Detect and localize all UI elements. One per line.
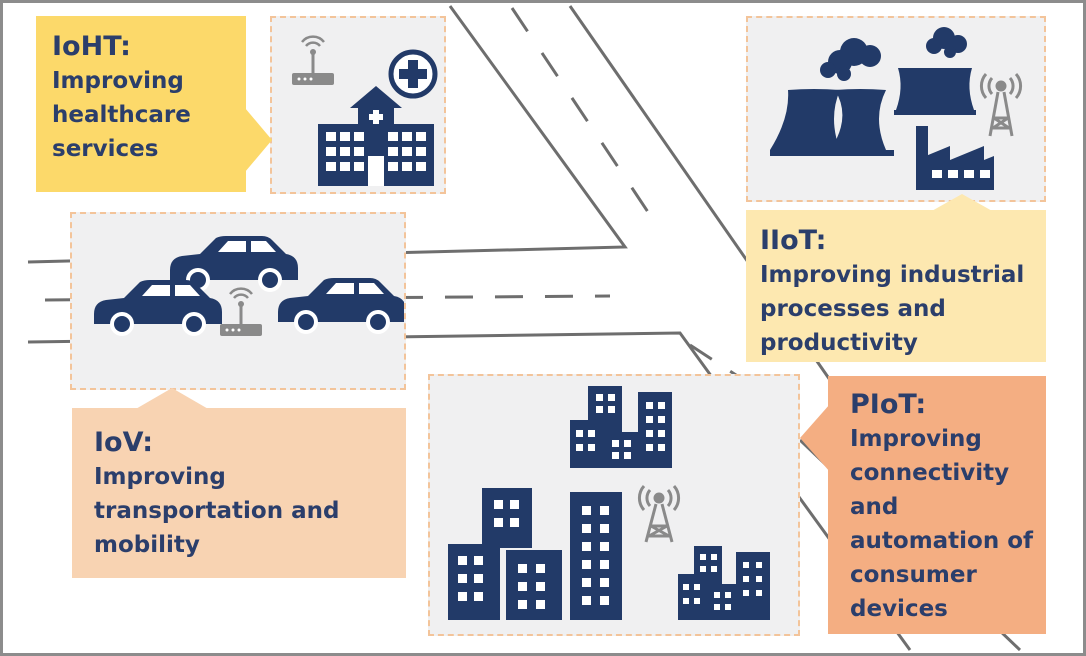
antenna-tower-icon	[637, 485, 681, 543]
power-plant-icon	[770, 27, 976, 156]
vehicles-icons	[94, 236, 406, 336]
city-buildings-icon	[448, 386, 770, 620]
router-icon	[220, 287, 262, 336]
piot-description: Improving connectivity and automation of…	[850, 426, 1034, 622]
ioht-image-box	[270, 16, 446, 194]
piot-label: PIoT: Improving connectivity and automat…	[828, 376, 1046, 634]
industrial-icons	[770, 27, 1023, 190]
piot-image-box	[428, 374, 800, 636]
antenna-tower-icon	[979, 73, 1023, 137]
lane-divider-diagonal	[510, 7, 662, 231]
iiot-title: IIoT:	[760, 225, 827, 256]
iov-label: IoV: Improving transportation and mobili…	[72, 408, 406, 578]
piot-title: PIoT:	[850, 389, 927, 420]
iiot-description: Improving industrial processes and produ…	[760, 262, 1025, 356]
lane-divider-horizontal	[44, 294, 611, 302]
hospital-icon	[292, 35, 438, 186]
ioht-title: IoHT:	[52, 31, 131, 62]
factory-icon	[916, 126, 994, 190]
ioht-description: Improving healthcare services	[52, 68, 191, 162]
ioht-label: IoHT: Improving healthcare services	[36, 16, 246, 192]
iiot-image-box	[746, 16, 1046, 202]
medical-cross-icon	[388, 49, 438, 99]
iov-image-box	[70, 212, 406, 390]
router-icon	[292, 35, 334, 85]
iov-description: Improving transportation and mobility	[94, 464, 340, 558]
iiot-label: IIoT: Improving industrial processes and…	[746, 210, 1046, 362]
iov-title: IoV:	[94, 427, 154, 458]
